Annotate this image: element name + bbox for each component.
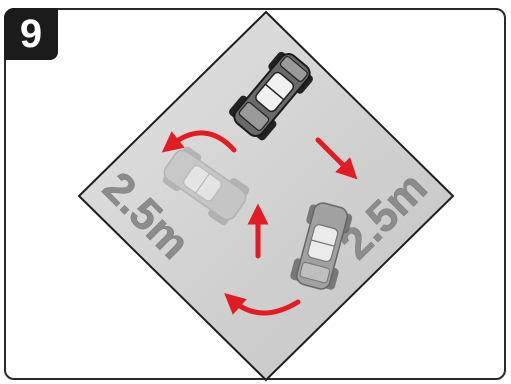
step-badge: 9 <box>4 8 58 60</box>
step-number: 9 <box>4 8 58 60</box>
